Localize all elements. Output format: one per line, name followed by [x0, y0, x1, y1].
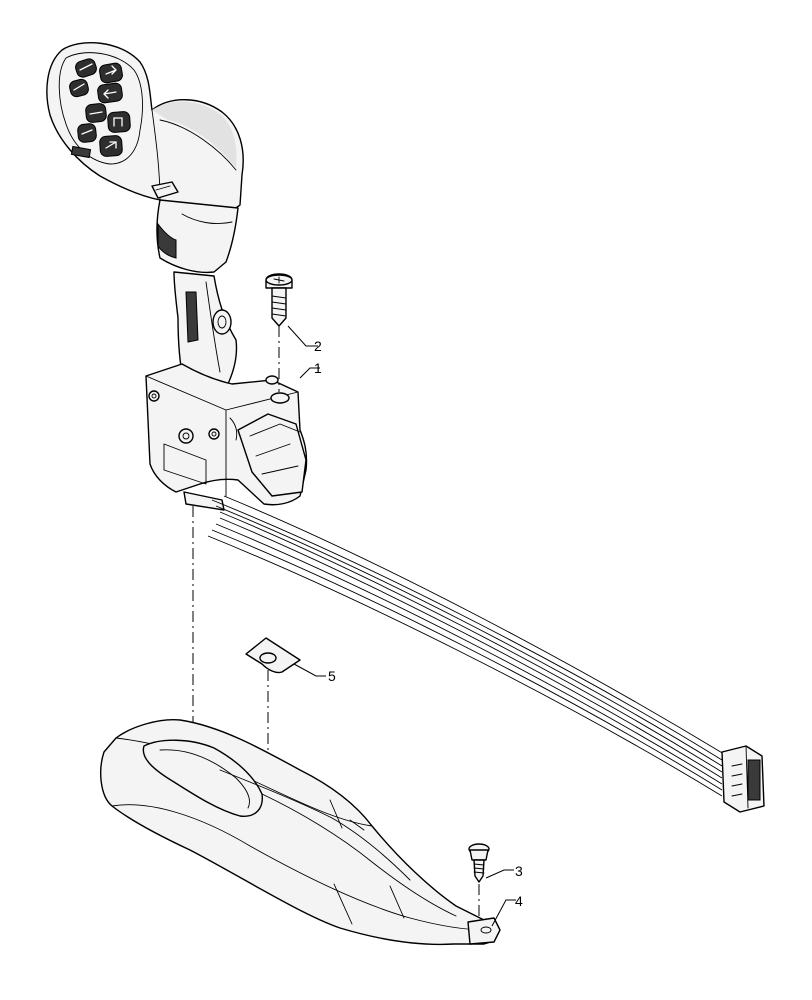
callout-leaders	[287, 325, 516, 927]
callout-label-5: 5	[328, 668, 336, 684]
control-unit-base	[145, 363, 308, 511]
clip-part-5	[245, 637, 301, 820]
armrest-cover-part-4	[100, 718, 501, 946]
callout-label-4: 4	[515, 893, 523, 909]
callout-label-1: 1	[314, 360, 322, 376]
callout-label-3: 3	[515, 863, 523, 879]
joystick-handle	[46, 42, 244, 393]
button-icons	[69, 58, 131, 159]
callout-label-2: 2	[314, 338, 322, 354]
screw-part-2	[265, 273, 293, 392]
wire-harness	[207, 495, 765, 813]
